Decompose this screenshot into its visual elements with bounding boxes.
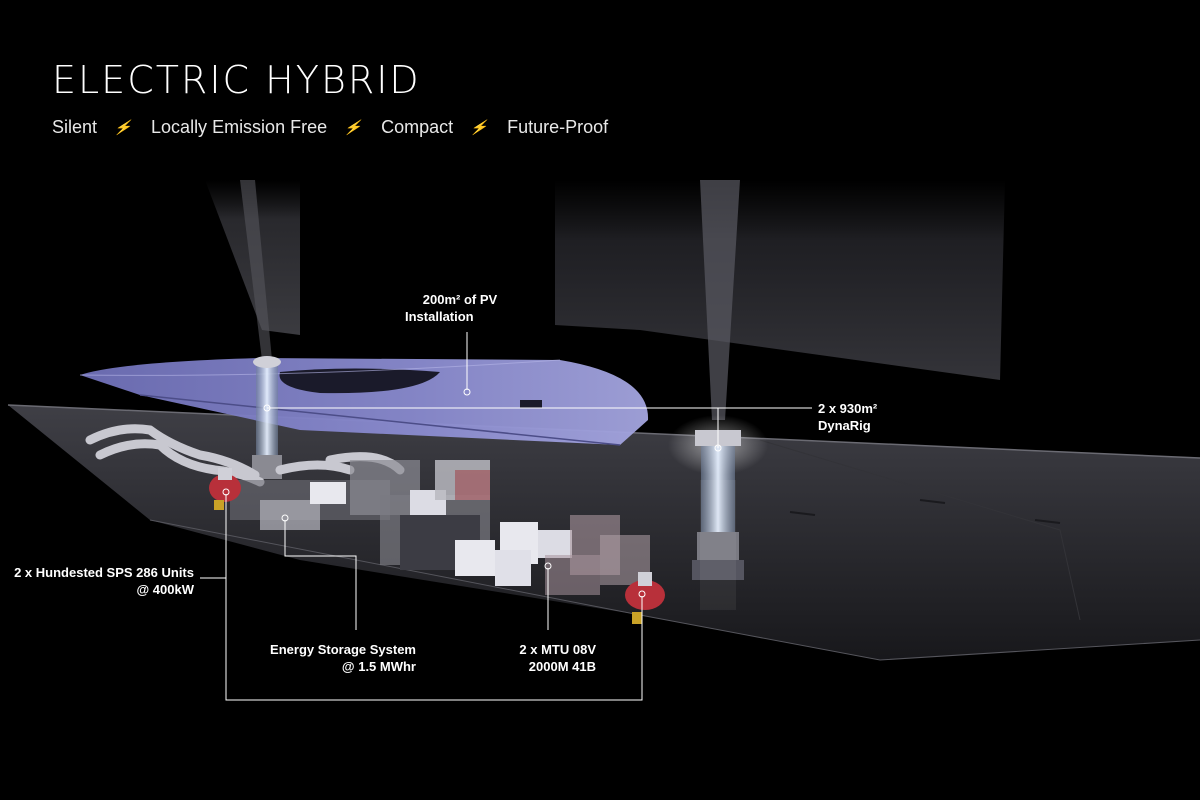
exhaust-pipes bbox=[85, 424, 405, 487]
callout-dynarig-line1: 2 x 930m² bbox=[818, 401, 878, 416]
aft-propeller bbox=[209, 468, 241, 510]
callout-ess: Energy Storage System @ 1.5 MWhr bbox=[256, 641, 416, 675]
callout-mtu-line1: 2 x MTU 08V bbox=[519, 642, 596, 657]
fore-sail bbox=[555, 180, 1005, 420]
callout-pv: 200m² of PV Installation bbox=[405, 291, 515, 325]
tagline-silent: Silent bbox=[52, 117, 98, 137]
solar-deck bbox=[79, 358, 649, 446]
callout-dynarig: 2 x 930m² DynaRig bbox=[818, 400, 877, 434]
callout-ess-line1: Energy Storage System bbox=[270, 642, 416, 657]
callout-hundested: 2 x Hundested SPS 286 Units @ 400kW bbox=[0, 564, 194, 598]
tagline-emission-free: Locally Emission Free bbox=[151, 117, 328, 137]
tagline-row: Silent ⚡ Locally Emission Free ⚡ Compact… bbox=[52, 117, 608, 138]
tagline-future-proof: Future-Proof bbox=[507, 117, 609, 137]
leader-ess bbox=[284, 520, 357, 630]
callout-dynarig-line2: DynaRig bbox=[818, 418, 871, 433]
leader-dots bbox=[222, 388, 722, 598]
machinery bbox=[230, 460, 650, 595]
callout-mtu-line2: 2000M 41B bbox=[528, 659, 596, 674]
callout-pv-line2: Installation bbox=[405, 309, 474, 324]
callout-mtu: 2 x MTU 08V 2000M 41B bbox=[490, 641, 596, 675]
leader-hundested bbox=[200, 494, 643, 701]
leader-lines bbox=[200, 332, 812, 701]
leader-dynarig bbox=[267, 407, 812, 448]
aft-sail bbox=[205, 180, 300, 360]
callout-hundested-line2: @ 400kW bbox=[136, 582, 194, 597]
tagline-compact: Compact bbox=[381, 117, 454, 137]
aft-mast bbox=[252, 356, 282, 479]
callout-ess-line2: @ 1.5 MWhr bbox=[341, 659, 416, 674]
callout-pv-line1: 200m² of PV bbox=[422, 292, 498, 307]
page-title: ELECTRIC HYBRID bbox=[52, 58, 421, 102]
callout-hundested-line1: 2 x Hundested SPS 286 Units bbox=[14, 565, 194, 580]
